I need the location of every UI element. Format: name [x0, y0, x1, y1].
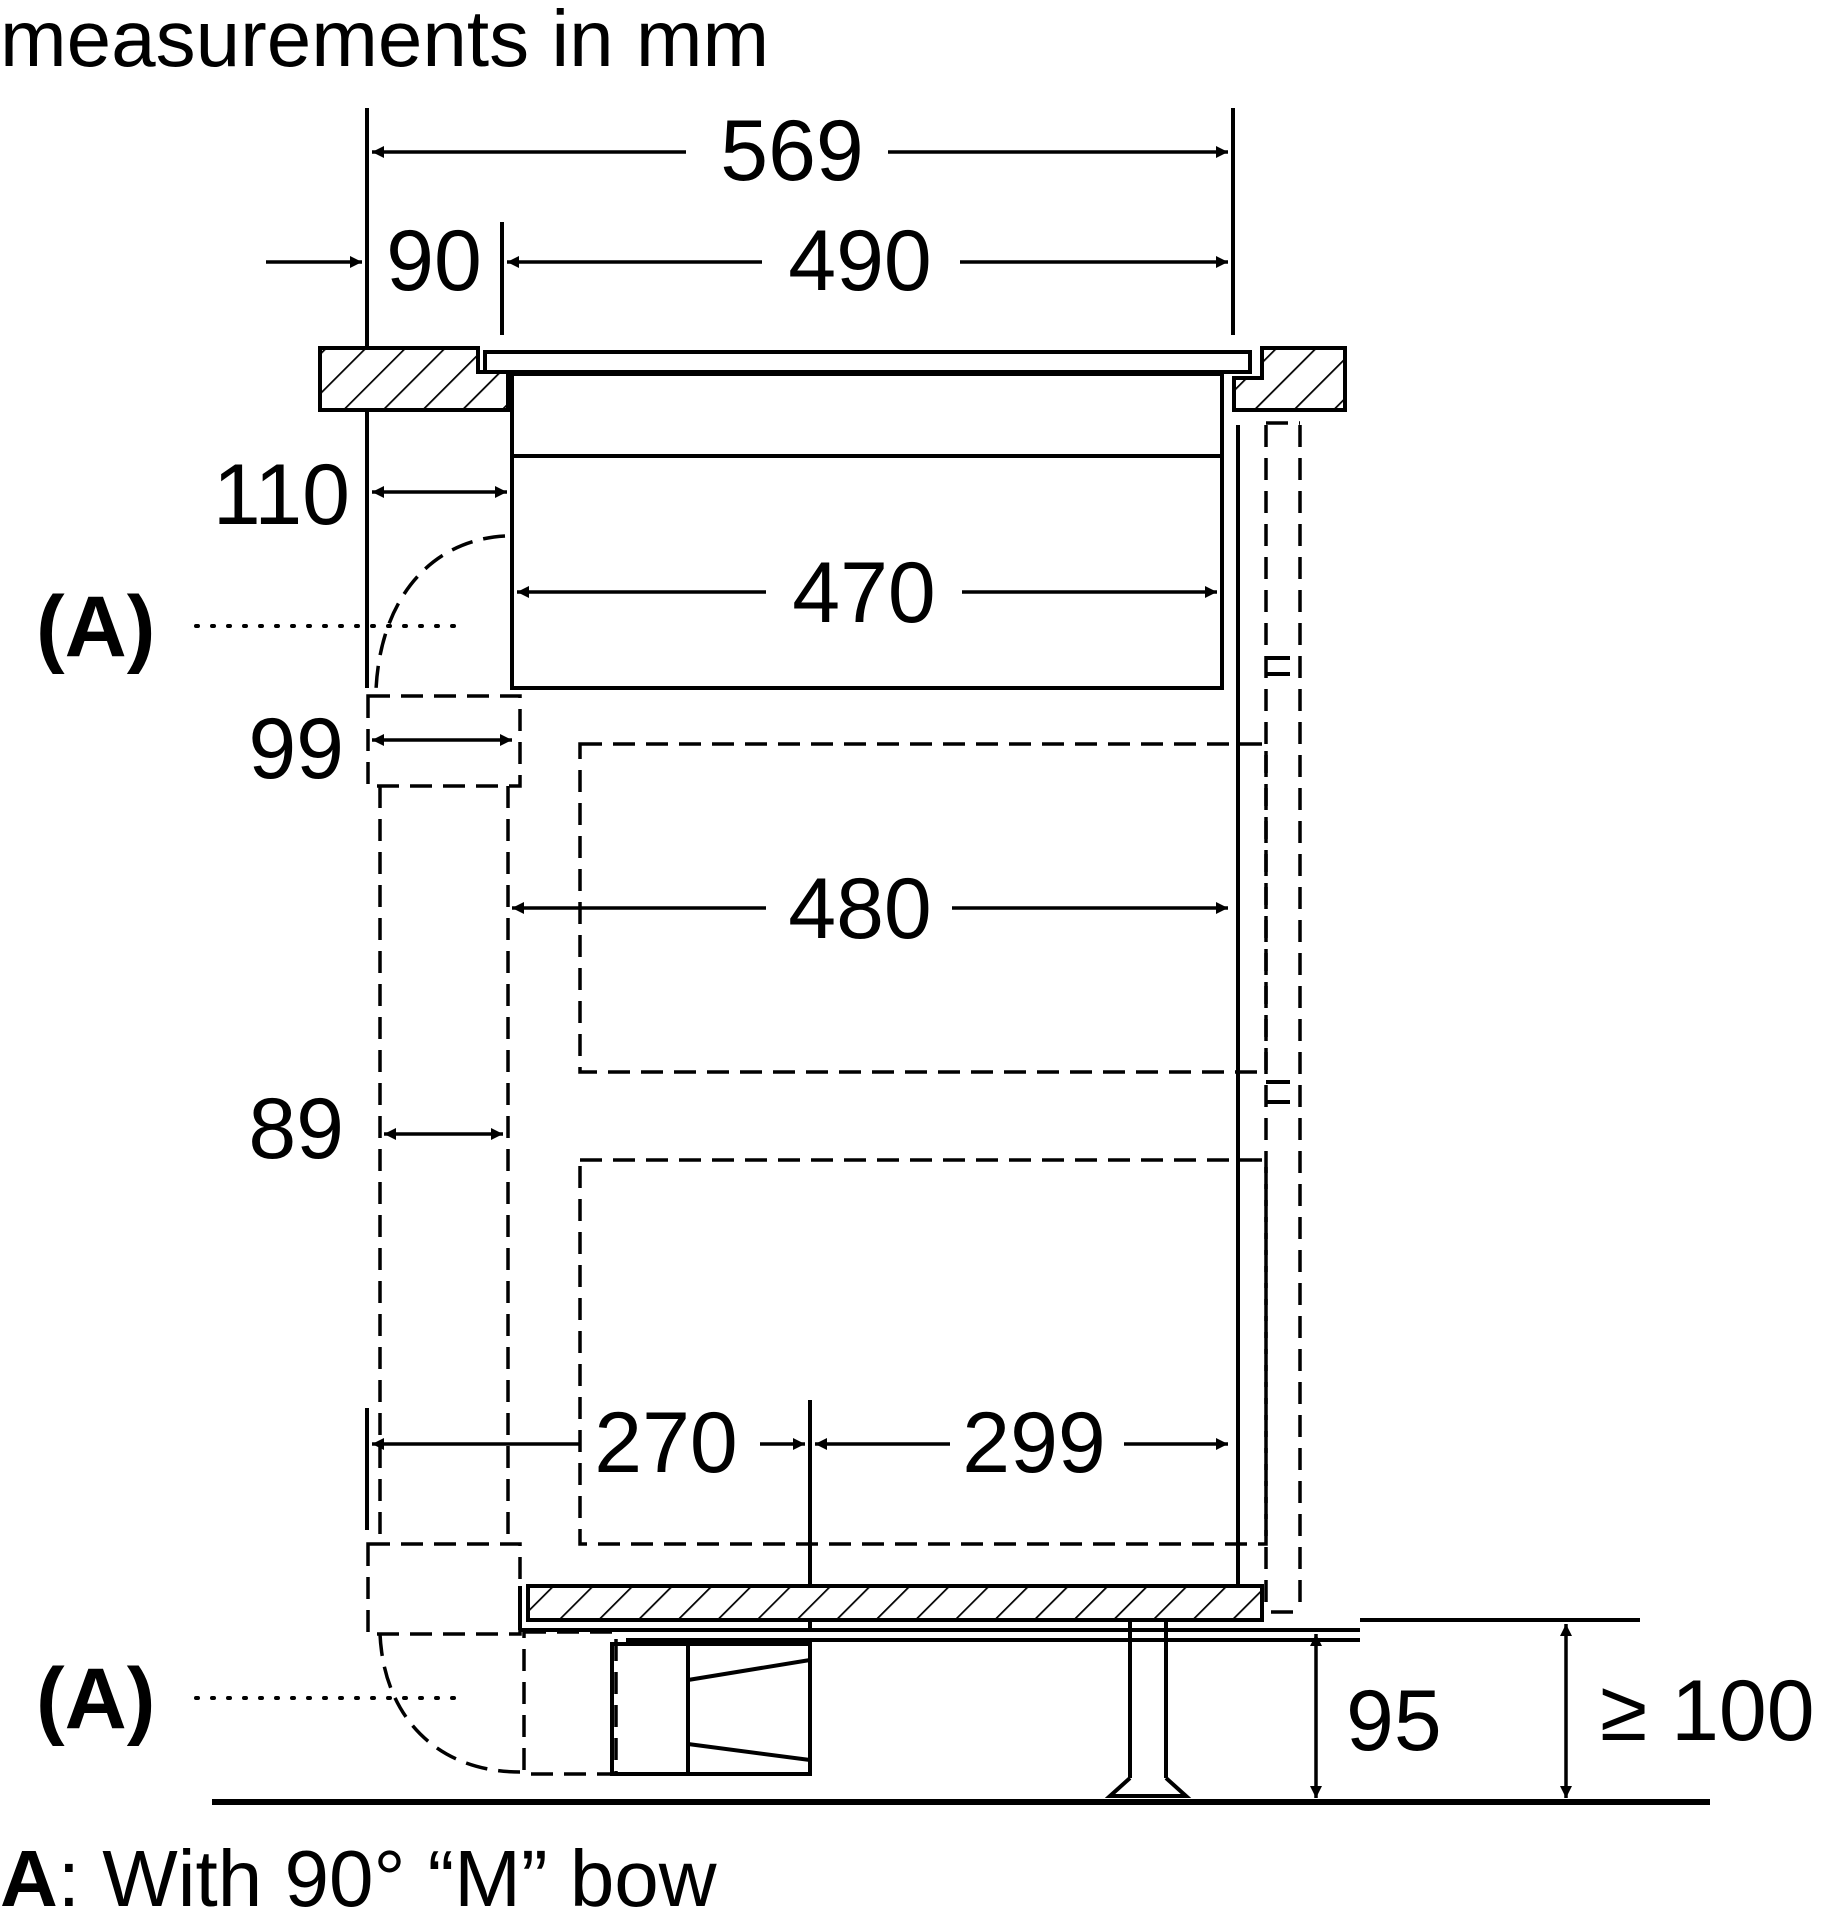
worktop — [318, 346, 1347, 412]
dim-duct-width-upper: 99 — [248, 701, 344, 797]
callout-marker-lower: (A) — [36, 1651, 155, 1747]
dim-cutout-width: 490 — [788, 213, 932, 309]
dim-min-plinth-height: ≥ 100 — [1600, 1663, 1815, 1759]
dim-overall-width: 569 — [720, 103, 864, 199]
legend-key: A — [0, 1834, 58, 1918]
dim-left-offset: 90 — [386, 213, 482, 309]
dim-plinth-height: 95 — [1346, 1673, 1442, 1769]
extraction-duct — [366, 534, 522, 1774]
dim-duct-offset-top: 110 — [213, 447, 350, 543]
units-note: measurements in mm — [0, 0, 769, 83]
legend-description: : With 90° “M” bow — [58, 1834, 717, 1918]
hob — [483, 350, 1252, 690]
cabinet-side-right — [1236, 421, 1302, 1618]
dim-center-to-front: 299 — [962, 1395, 1106, 1491]
callout-marker-upper: (A) — [36, 579, 155, 675]
dim-hob-depth: 470 — [792, 545, 936, 641]
plinth-area — [212, 1584, 1710, 1805]
dimension-lines — [266, 146, 1572, 1798]
dim-duct-width-lower: 89 — [248, 1081, 344, 1177]
dim-rear-to-center: 270 — [594, 1395, 738, 1491]
legend: A: With 90° “M” bow — [0, 1834, 717, 1918]
dim-drawer-width: 480 — [788, 861, 932, 957]
